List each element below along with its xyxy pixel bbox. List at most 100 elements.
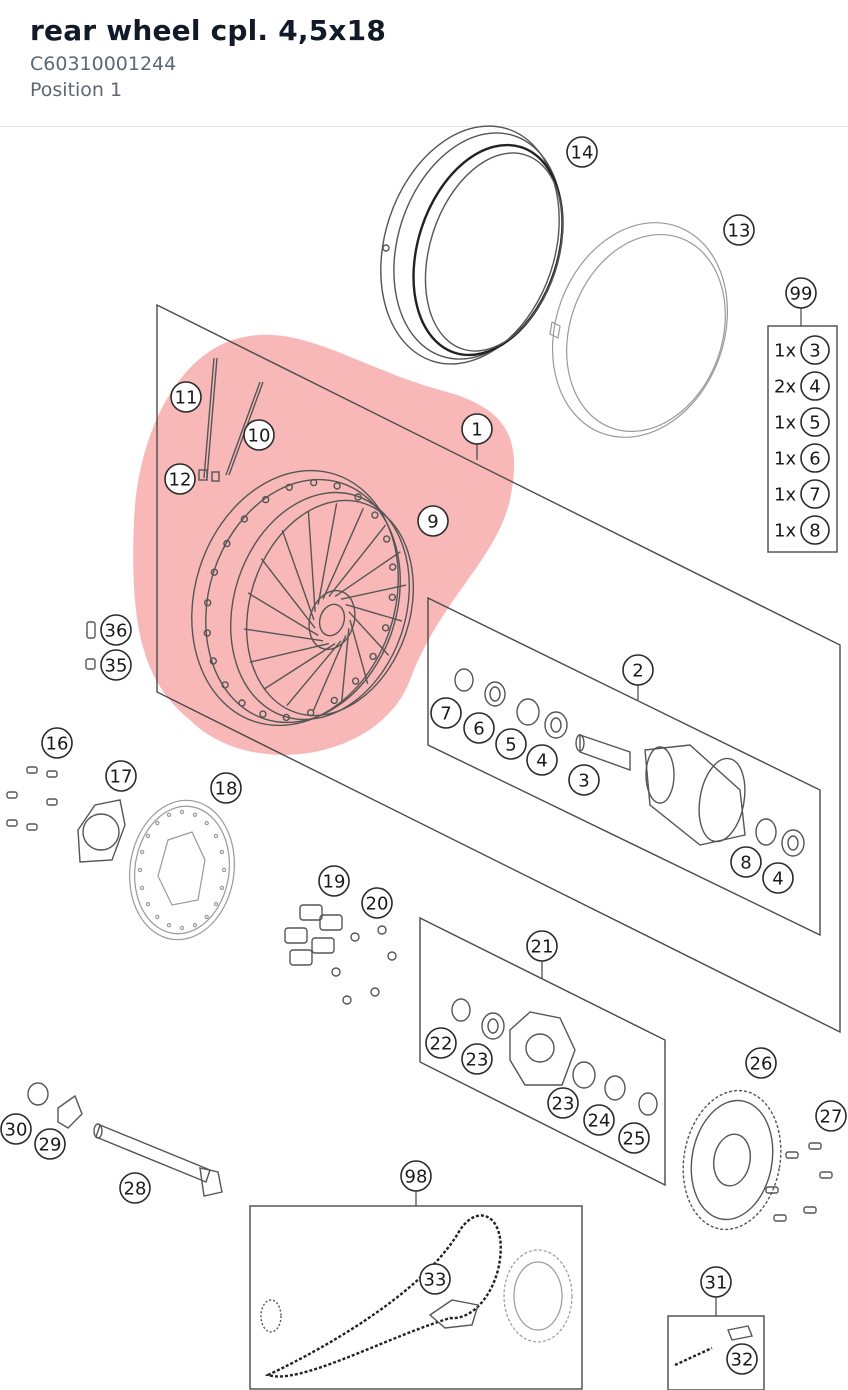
brake-disc-part[interactable]: [121, 793, 243, 946]
callout-label: 4: [536, 751, 547, 772]
damper-parts[interactable]: [284, 904, 397, 1005]
callout-32[interactable]: 32: [726, 1343, 758, 1375]
chain-kit-frame: [249, 1205, 583, 1390]
callout-label: 6: [473, 719, 484, 740]
callout-33[interactable]: 33: [419, 1263, 451, 1295]
callout-13[interactable]: 13: [723, 214, 755, 246]
callout-layer: 1234456789101112131416171819202122232324…: [0, 136, 847, 1375]
part-number: C60310001244: [30, 53, 177, 75]
kit-row-callout[interactable]: 8: [800, 515, 830, 545]
callout-31[interactable]: 31: [700, 1266, 732, 1298]
spoked-wheel-part[interactable]: [160, 443, 440, 752]
callout-label: 28: [124, 1179, 147, 1200]
callout-5[interactable]: 5: [495, 728, 527, 760]
sprocket-part[interactable]: [673, 1083, 833, 1238]
callout-label: 5: [505, 735, 516, 756]
abs-ring-part[interactable]: [77, 799, 126, 863]
callout-label: 7: [440, 704, 451, 725]
callout-98[interactable]: 98: [400, 1160, 432, 1192]
callout-4a[interactable]: 4: [526, 744, 558, 776]
callout-label: 23: [466, 1050, 489, 1071]
callout-8[interactable]: 8: [730, 846, 762, 878]
kit-row-qty: 2x: [774, 377, 796, 398]
chain-kit-parts[interactable]: [260, 1214, 573, 1378]
callout-28[interactable]: 28: [119, 1172, 151, 1204]
callout-12[interactable]: 12: [164, 463, 196, 495]
bolt-parts[interactable]: [6, 766, 58, 831]
callout-label: 31: [705, 1273, 728, 1294]
callout-1[interactable]: 1: [461, 413, 493, 445]
callout-label: 1: [471, 420, 482, 441]
rim-tape-part[interactable]: [523, 198, 756, 462]
callout-9[interactable]: 9: [417, 505, 449, 537]
callout-label: 20: [366, 894, 389, 915]
carrier-parts[interactable]: [451, 998, 658, 1116]
chain-link-parts[interactable]: [674, 1325, 753, 1367]
axle-parts[interactable]: [27, 1082, 223, 1197]
callout-19[interactable]: 19: [318, 865, 350, 897]
carrier-assembly-frame: [419, 916, 666, 1187]
rim-part[interactable]: [351, 103, 589, 388]
callout-label: 23: [552, 1094, 575, 1115]
callout-3[interactable]: 3: [568, 764, 600, 796]
kit-row-callout[interactable]: 7: [800, 479, 830, 509]
callout-label: 24: [588, 1111, 611, 1132]
callout-16[interactable]: 16: [41, 727, 73, 759]
kit-row-callout[interactable]: 6: [800, 443, 830, 473]
callout-21[interactable]: 21: [526, 930, 558, 962]
callout-label: 16: [46, 734, 69, 755]
callout-4b[interactable]: 4: [762, 862, 794, 894]
callout-label: 99: [790, 284, 813, 305]
callout-24[interactable]: 24: [583, 1104, 615, 1136]
callout-7[interactable]: 7: [430, 697, 462, 729]
callout-27[interactable]: 27: [815, 1100, 847, 1132]
callout-label: 2: [632, 661, 643, 682]
callout-14[interactable]: 14: [566, 136, 598, 168]
callout-label: 21: [531, 937, 554, 958]
kit-row-part: 3: [809, 341, 820, 362]
kit-row-callout[interactable]: 3: [800, 335, 830, 365]
callout-22[interactable]: 22: [425, 1027, 457, 1059]
callout-label: 26: [750, 1054, 773, 1075]
callout-36[interactable]: 36: [100, 614, 132, 646]
callout-25[interactable]: 25: [618, 1122, 650, 1154]
callout-label: 32: [731, 1350, 754, 1371]
callout-label: 8: [740, 853, 751, 874]
callout-18[interactable]: 18: [210, 772, 242, 804]
kit-row-part: 5: [809, 413, 820, 434]
hub-parts[interactable]: [454, 668, 805, 857]
selected-part-highlight[interactable]: [133, 334, 515, 755]
callout-23b[interactable]: 23: [547, 1087, 579, 1119]
callout-label: 33: [424, 1270, 447, 1291]
callout-29[interactable]: 29: [34, 1128, 66, 1160]
callout-label: 12: [169, 470, 192, 491]
callout-label: 27: [820, 1107, 843, 1128]
callout-35[interactable]: 35: [100, 649, 132, 681]
position-label: Position 1: [30, 79, 123, 101]
callout-2[interactable]: 2: [622, 654, 654, 686]
callout-17[interactable]: 17: [105, 760, 137, 792]
callout-label: 11: [175, 388, 198, 409]
callout-11[interactable]: 11: [170, 381, 202, 413]
callout-99[interactable]: 99: [785, 277, 817, 309]
kit-row-qty: 1x: [774, 341, 796, 362]
callout-label: 10: [248, 426, 271, 447]
callout-10[interactable]: 10: [243, 419, 275, 451]
callout-label: 3: [578, 771, 589, 792]
kit-row-callout[interactable]: 4: [800, 371, 830, 401]
callout-6[interactable]: 6: [463, 712, 495, 744]
callout-30[interactable]: 30: [0, 1113, 32, 1145]
kit-row-qty: 1x: [774, 413, 796, 434]
callout-label: 19: [323, 872, 346, 893]
callout-label: 18: [215, 779, 238, 800]
callout-23a[interactable]: 23: [461, 1043, 493, 1075]
kit-99-frame: [767, 325, 838, 553]
callout-26[interactable]: 26: [745, 1047, 777, 1079]
kit-row-callout[interactable]: 5: [800, 407, 830, 437]
kit-row-part: 6: [809, 449, 820, 470]
valve-parts[interactable]: [85, 621, 96, 670]
callout-20[interactable]: 20: [361, 887, 393, 919]
callout-label: 22: [430, 1034, 453, 1055]
callout-label: 29: [39, 1135, 62, 1156]
